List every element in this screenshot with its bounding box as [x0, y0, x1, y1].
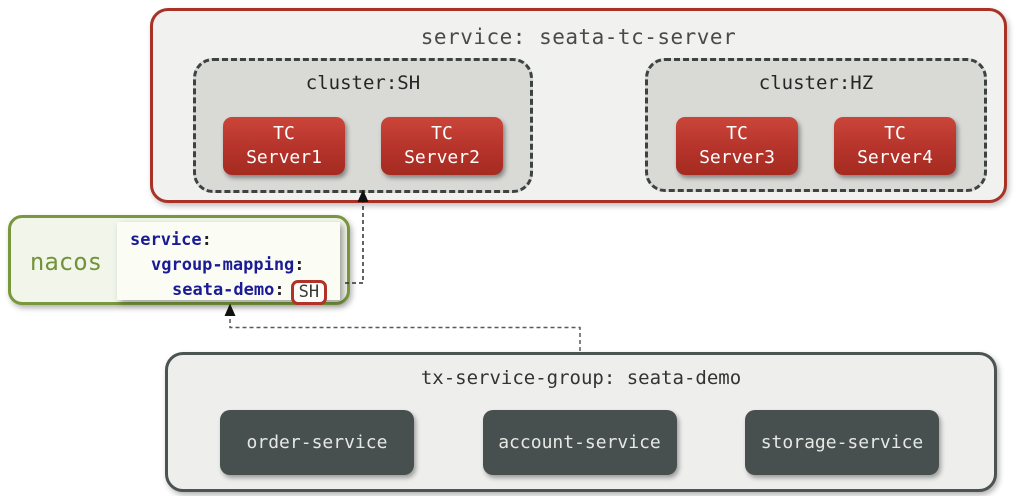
nacos-box: nacos service: vgroup-mapping: seata-dem…	[8, 215, 350, 305]
cluster-hz-box: cluster:HZ TC Server3 TC Server4	[645, 58, 987, 192]
config-line-service: service:	[130, 228, 340, 253]
config-line-seata-demo: seata-demo:SH	[130, 278, 340, 305]
tc-server4-node: TC Server4	[834, 117, 956, 175]
tx-service-group-title: tx-service-group: seata-demo	[420, 367, 742, 389]
nacos-label: nacos	[29, 248, 103, 276]
cluster-hz-label: cluster:HZ	[758, 72, 874, 94]
nacos-config-panel: service: vgroup-mapping: seata-demo:SH	[117, 222, 340, 305]
config-key: vgroup-mapping	[151, 255, 295, 275]
account-service-node: account-service	[482, 410, 677, 475]
order-service-node: order-service	[220, 410, 414, 475]
config-colon: :	[201, 230, 212, 250]
config-colon: :	[294, 255, 305, 275]
tc-server-group-title: service: seata-tc-server	[420, 25, 737, 49]
cluster-sh-label: cluster:SH	[305, 72, 421, 94]
cluster-hz-servers: TC Server3 TC Server4	[648, 117, 984, 175]
storage-service-node: storage-service	[745, 410, 939, 475]
tc-server1-node: TC Server1	[223, 117, 345, 175]
arrowhead-to-nacos	[224, 303, 236, 316]
tc-server2-node: TC Server2	[381, 117, 503, 175]
connector-txgroup-to-nacos	[229, 306, 581, 351]
tc-server3-node: TC Server3	[676, 117, 798, 175]
tx-service-group-box: tx-service-group: seata-demo order-servi…	[165, 352, 997, 492]
sh-value-box: SH	[290, 280, 328, 305]
cluster-sh-box: cluster:SH TC Server1 TC Server2	[193, 58, 533, 193]
config-colon: :	[274, 280, 285, 300]
tc-server-group-box: service: seata-tc-server cluster:SH TC S…	[150, 8, 1007, 203]
config-line-vgroup-mapping: vgroup-mapping:	[130, 253, 340, 278]
config-key: service	[130, 230, 202, 250]
tx-services-row: order-service account-service storage-se…	[220, 410, 939, 475]
config-key: seata-demo	[172, 280, 275, 300]
cluster-sh-servers: TC Server1 TC Server2	[196, 117, 530, 175]
